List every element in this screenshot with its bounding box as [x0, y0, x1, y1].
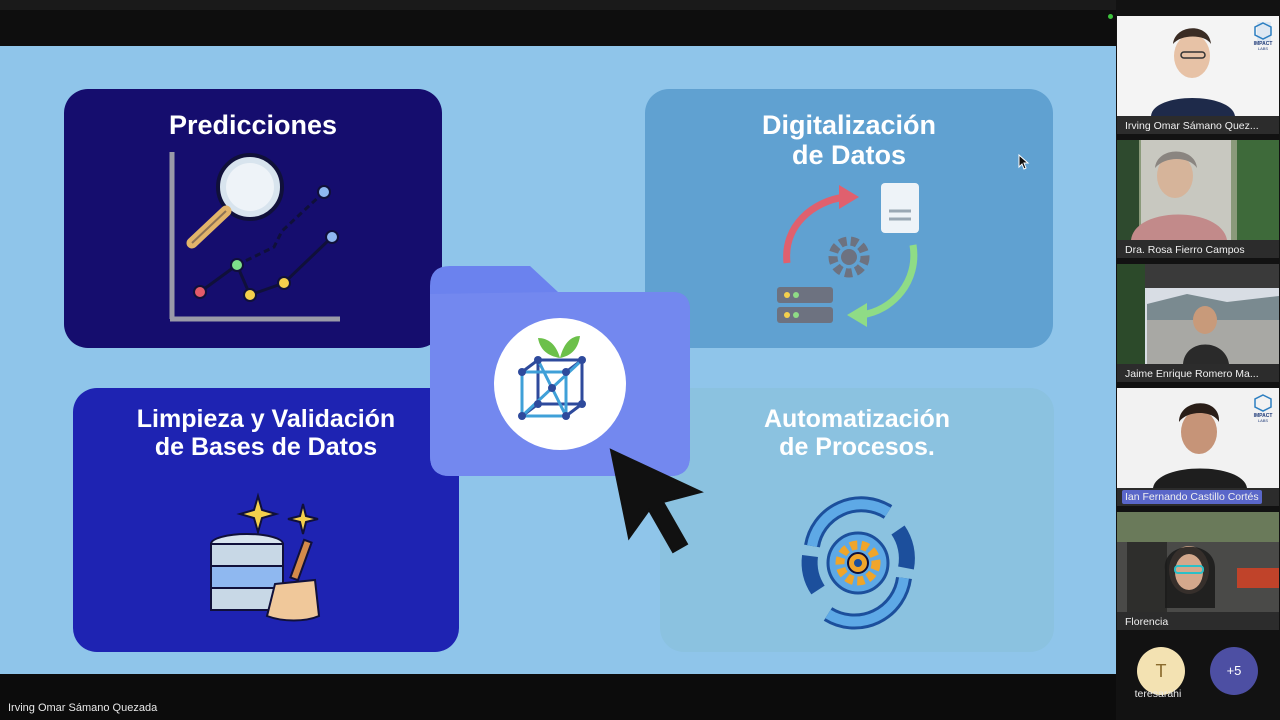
card-limpieza-line2: de Bases de Datos: [154, 432, 378, 461]
svg-text:LABS: LABS: [1258, 418, 1269, 422]
more-participants-button[interactable]: +5: [1210, 647, 1258, 695]
card-limpieza-title: Limpieza y Validación de Bases de Datos: [73, 405, 459, 461]
participant-name: Florencia: [1125, 616, 1169, 628]
svg-text:LABS: LABS: [1258, 46, 1269, 50]
participant-name: Jaime Enrique Romero Ma...: [1125, 368, 1259, 380]
digitalization-cycle-icon: [777, 183, 919, 327]
participant-tile[interactable]: IMPACT LABS Irving Omar Sámano Quez...: [1117, 16, 1279, 134]
participant-name: Dra. Rosa Fierro Campos: [1125, 244, 1245, 256]
slide-pointer-icon: [609, 448, 704, 554]
company-logo: IMPACT LABS: [1254, 22, 1273, 50]
card-automatizacion-line2: de Procesos.: [779, 432, 935, 461]
automation-gear-icon: [801, 496, 915, 630]
card-digitalizacion: Digitalización de Datos: [645, 89, 1053, 348]
card-automatizacion-title: Automatización de Procesos.: [660, 405, 1054, 461]
card-automatizacion: Automatización de Procesos.: [660, 388, 1054, 652]
svg-text:IMPACT: IMPACT: [1254, 41, 1273, 47]
company-logo: IMPACT LABS: [1254, 394, 1273, 422]
shared-screen: Predicciones: [0, 0, 1116, 720]
card-limpieza-line1: Limpieza y Validación: [136, 405, 396, 433]
card-limpieza: Limpieza y Validación de Bases de Datos: [73, 388, 459, 652]
participant-video: [1117, 16, 1279, 116]
participant-tile[interactable]: Jaime Enrique Romero Ma...: [1117, 264, 1279, 382]
participant-avatar-name: teresarahi: [1134, 688, 1182, 700]
participants-sidebar: IMPACT LABS Irving Omar Sámano Quez... D…: [1116, 0, 1280, 720]
presentation-slide: Predicciones: [0, 46, 1116, 674]
card-predicciones: Predicciones: [64, 89, 442, 348]
svg-text:IMPACT: IMPACT: [1254, 413, 1273, 419]
card-automatizacion-line1: Automatización: [763, 405, 951, 433]
participant-avatar[interactable]: T: [1137, 647, 1185, 695]
card-digitalizacion-line2: de Datos: [791, 139, 907, 170]
prediction-chart-icon: [169, 152, 340, 322]
recording-indicator: [1108, 14, 1113, 19]
mouse-cursor-icon: [1018, 154, 1030, 170]
card-predicciones-title: Predicciones: [168, 110, 338, 140]
participant-video: [1117, 140, 1279, 240]
presenter-name: Irving Omar Sámano Quezada: [8, 702, 158, 714]
database-cleaning-icon: [210, 492, 321, 622]
participant-tile[interactable]: IMPACT LABS Ian Fernando Castillo Cortés: [1117, 388, 1279, 506]
participant-video: [1117, 388, 1279, 488]
participant-name: Irving Omar Sámano Quez...: [1125, 120, 1259, 132]
card-digitalizacion-title: Digitalización de Datos: [645, 110, 1053, 170]
screen-bottom-bar: Irving Omar Sámano Quezada: [0, 674, 1116, 720]
participant-tile[interactable]: Dra. Rosa Fierro Campos: [1117, 140, 1279, 258]
card-digitalizacion-line1: Digitalización: [761, 110, 937, 140]
screen-top-bar: [0, 0, 1116, 46]
folder-logo-icon: [430, 266, 690, 476]
participant-video: [1117, 264, 1279, 364]
participant-tile[interactable]: Florencia: [1117, 512, 1279, 630]
participant-name-speaking: Ian Fernando Castillo Cortés: [1122, 490, 1262, 504]
participant-video: [1117, 512, 1279, 612]
